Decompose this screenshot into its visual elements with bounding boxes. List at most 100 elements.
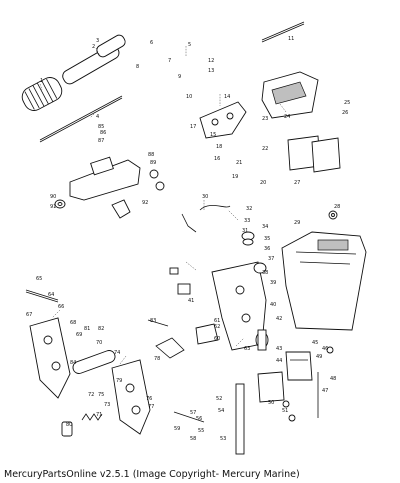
pivot-shaft-assembly	[235, 346, 334, 455]
leader-lines	[39, 46, 287, 365]
callout-number: 15	[210, 132, 216, 138]
callout-number: 1	[40, 78, 43, 84]
callout-number: 65	[36, 276, 42, 282]
callout-number: 78	[154, 356, 160, 362]
clamp-bracket-center	[155, 204, 269, 359]
callout-number: 21	[236, 160, 242, 166]
callout-number: 37	[268, 256, 274, 262]
callout-number: 5	[188, 42, 191, 48]
callout-number: 26	[342, 110, 348, 116]
through-bolt	[25, 289, 59, 301]
throttle-cable	[39, 95, 123, 141]
callout-number: 17	[190, 124, 196, 130]
callout-number: 56	[196, 416, 202, 422]
callout-number: 18	[216, 144, 222, 150]
tilt-tube	[72, 350, 116, 374]
callout-number: 47	[322, 388, 328, 394]
steering-arm	[69, 159, 141, 201]
callout-number: 24	[284, 114, 290, 120]
callout-number: 20	[260, 180, 266, 186]
callout-number: 60	[214, 336, 220, 342]
callout-number: 31	[242, 228, 248, 234]
callout-number: 86	[100, 130, 106, 136]
callout-number: 66	[58, 304, 64, 310]
callout-number: 30	[202, 194, 208, 200]
callout-number: 6	[150, 40, 153, 46]
callout-number: 34	[262, 224, 268, 230]
callout-number: 36	[264, 246, 270, 252]
callout-number: 80	[66, 422, 72, 428]
callout-number: 82	[98, 326, 104, 332]
callout-number: 83	[150, 318, 156, 324]
callout-number: 91	[50, 204, 56, 210]
pivot-shaft	[235, 383, 245, 455]
handle-grip	[21, 77, 63, 111]
bushing-lower	[257, 371, 285, 403]
callout-number: 52	[216, 396, 222, 402]
callout-number: 38	[262, 270, 268, 276]
callout-number: 29	[294, 220, 300, 226]
callout-number: 11	[288, 36, 294, 42]
callout-number: 3	[96, 38, 99, 44]
callout-number: 70	[96, 340, 102, 346]
callout-number: 92	[142, 200, 148, 206]
callout-number: 81	[84, 326, 90, 332]
callout-number: 22	[262, 146, 268, 152]
callout-number: 74	[114, 350, 120, 356]
steering-arm-assembly	[54, 156, 165, 219]
tiller-handle-assembly	[21, 34, 126, 143]
callout-number: 85	[98, 124, 104, 130]
callout-number: 89	[150, 160, 156, 166]
callout-number: 58	[190, 436, 196, 442]
callout-number: 27	[294, 180, 300, 186]
callout-number: 72	[88, 392, 94, 398]
callout-number: 16	[214, 156, 220, 162]
tilt-lock-lever	[177, 283, 191, 295]
callout-number: 48	[330, 376, 336, 382]
callout-number: 63	[244, 346, 250, 352]
callout-number: 75	[98, 392, 104, 398]
callout-number: 59	[174, 426, 180, 432]
callout-number: 54	[218, 408, 224, 414]
callout-number: 7	[168, 58, 171, 64]
callout-number: 35	[264, 236, 270, 242]
bracket-plate	[199, 101, 247, 139]
callout-number: 73	[104, 402, 110, 408]
thumb-screw	[61, 421, 73, 437]
callout-number: 25	[344, 100, 350, 106]
callout-number: 84	[70, 360, 76, 366]
callout-number: 39	[270, 280, 276, 286]
bushing-upper	[285, 351, 313, 381]
callout-number: 14	[224, 94, 230, 100]
callout-number: 76	[146, 396, 152, 402]
callout-number: 90	[50, 194, 56, 200]
throttle-bracket	[111, 199, 131, 219]
callout-number: 46	[322, 346, 328, 352]
callout-number: 57	[190, 410, 196, 416]
swivel-housing	[281, 210, 367, 331]
left-clamp-bracket	[29, 317, 71, 399]
callout-number: 45	[312, 340, 318, 346]
image-copyright-caption: MercuryPartsOnline v2.5.1 (Image Copyrig…	[4, 469, 300, 480]
callout-number: 2	[92, 44, 95, 50]
callout-number: 79	[116, 378, 122, 384]
callout-number: 41	[188, 298, 194, 304]
upper-right-assembly	[199, 21, 341, 173]
tilt-spring	[81, 413, 103, 421]
callout-number: 64	[48, 292, 54, 298]
shift-rod	[261, 21, 305, 41]
callout-number: 8	[136, 64, 139, 70]
callout-number: 51	[282, 408, 288, 414]
callout-number: 32	[246, 206, 252, 212]
callout-number: 53	[220, 436, 226, 442]
callout-number: 62	[214, 324, 220, 330]
clamp-bracket-left	[25, 289, 205, 437]
callout-number: 23	[262, 116, 268, 122]
callout-number: 77	[148, 404, 154, 410]
callout-number: 4	[96, 114, 99, 120]
callout-number: 68	[70, 320, 76, 326]
callout-number: 49	[316, 354, 322, 360]
callout-number: 44	[276, 358, 282, 364]
